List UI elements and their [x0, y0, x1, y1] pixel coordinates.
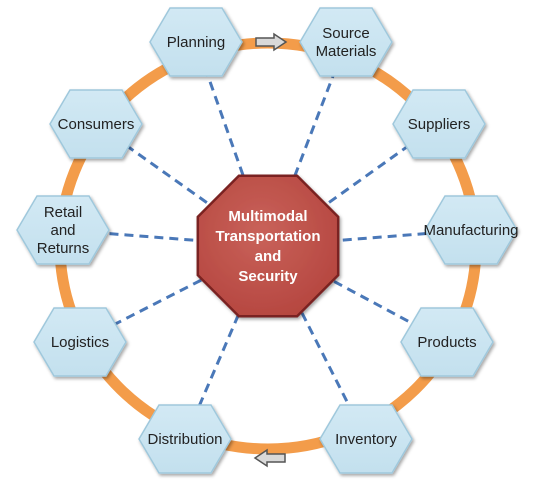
center-label: Multimodal	[228, 208, 307, 225]
node-label: Logistics	[51, 334, 109, 351]
hexagon-shape	[16, 195, 110, 265]
node-label: Materials	[316, 43, 377, 60]
node-distribution: Distribution	[138, 404, 232, 474]
center-label: Transportation	[215, 228, 320, 245]
arrow-left-icon	[253, 448, 286, 468]
hexagon-shape	[149, 7, 243, 77]
node-logistics: Logistics	[33, 307, 127, 377]
arrow-right-icon	[255, 32, 288, 52]
node-consumers: Consumers	[49, 89, 143, 159]
hexagon-shape	[299, 7, 393, 77]
hexagon-shape	[319, 404, 413, 474]
node-label: Suppliers	[408, 116, 471, 133]
node-label: Distribution	[147, 431, 222, 448]
node-label: Planning	[167, 34, 225, 51]
center-octagon	[196, 174, 340, 318]
center-label: and	[255, 248, 282, 265]
node-label: Returns	[37, 240, 90, 257]
node-planning: Planning	[149, 7, 243, 77]
node-suppliers: Suppliers	[392, 89, 486, 159]
hexagon-shape	[33, 307, 127, 377]
hexagon-shape	[138, 404, 232, 474]
hexagon-shape	[400, 307, 494, 377]
node-inventory: Inventory	[319, 404, 413, 474]
node-manufacturing: Manufacturing	[423, 195, 519, 265]
hexagon-shape	[392, 89, 486, 159]
node-products: Products	[400, 307, 494, 377]
node-label: Manufacturing	[423, 222, 518, 239]
node-label: and	[50, 222, 75, 239]
center-label: Security	[238, 268, 298, 285]
node-label: Products	[417, 334, 476, 351]
hexagon-shape	[424, 195, 518, 265]
node-label: Consumers	[58, 116, 135, 133]
hexagon-shape	[49, 89, 143, 159]
node-label: Retail	[44, 204, 82, 221]
node-label: Source	[322, 25, 370, 42]
node-label: Inventory	[335, 431, 397, 448]
